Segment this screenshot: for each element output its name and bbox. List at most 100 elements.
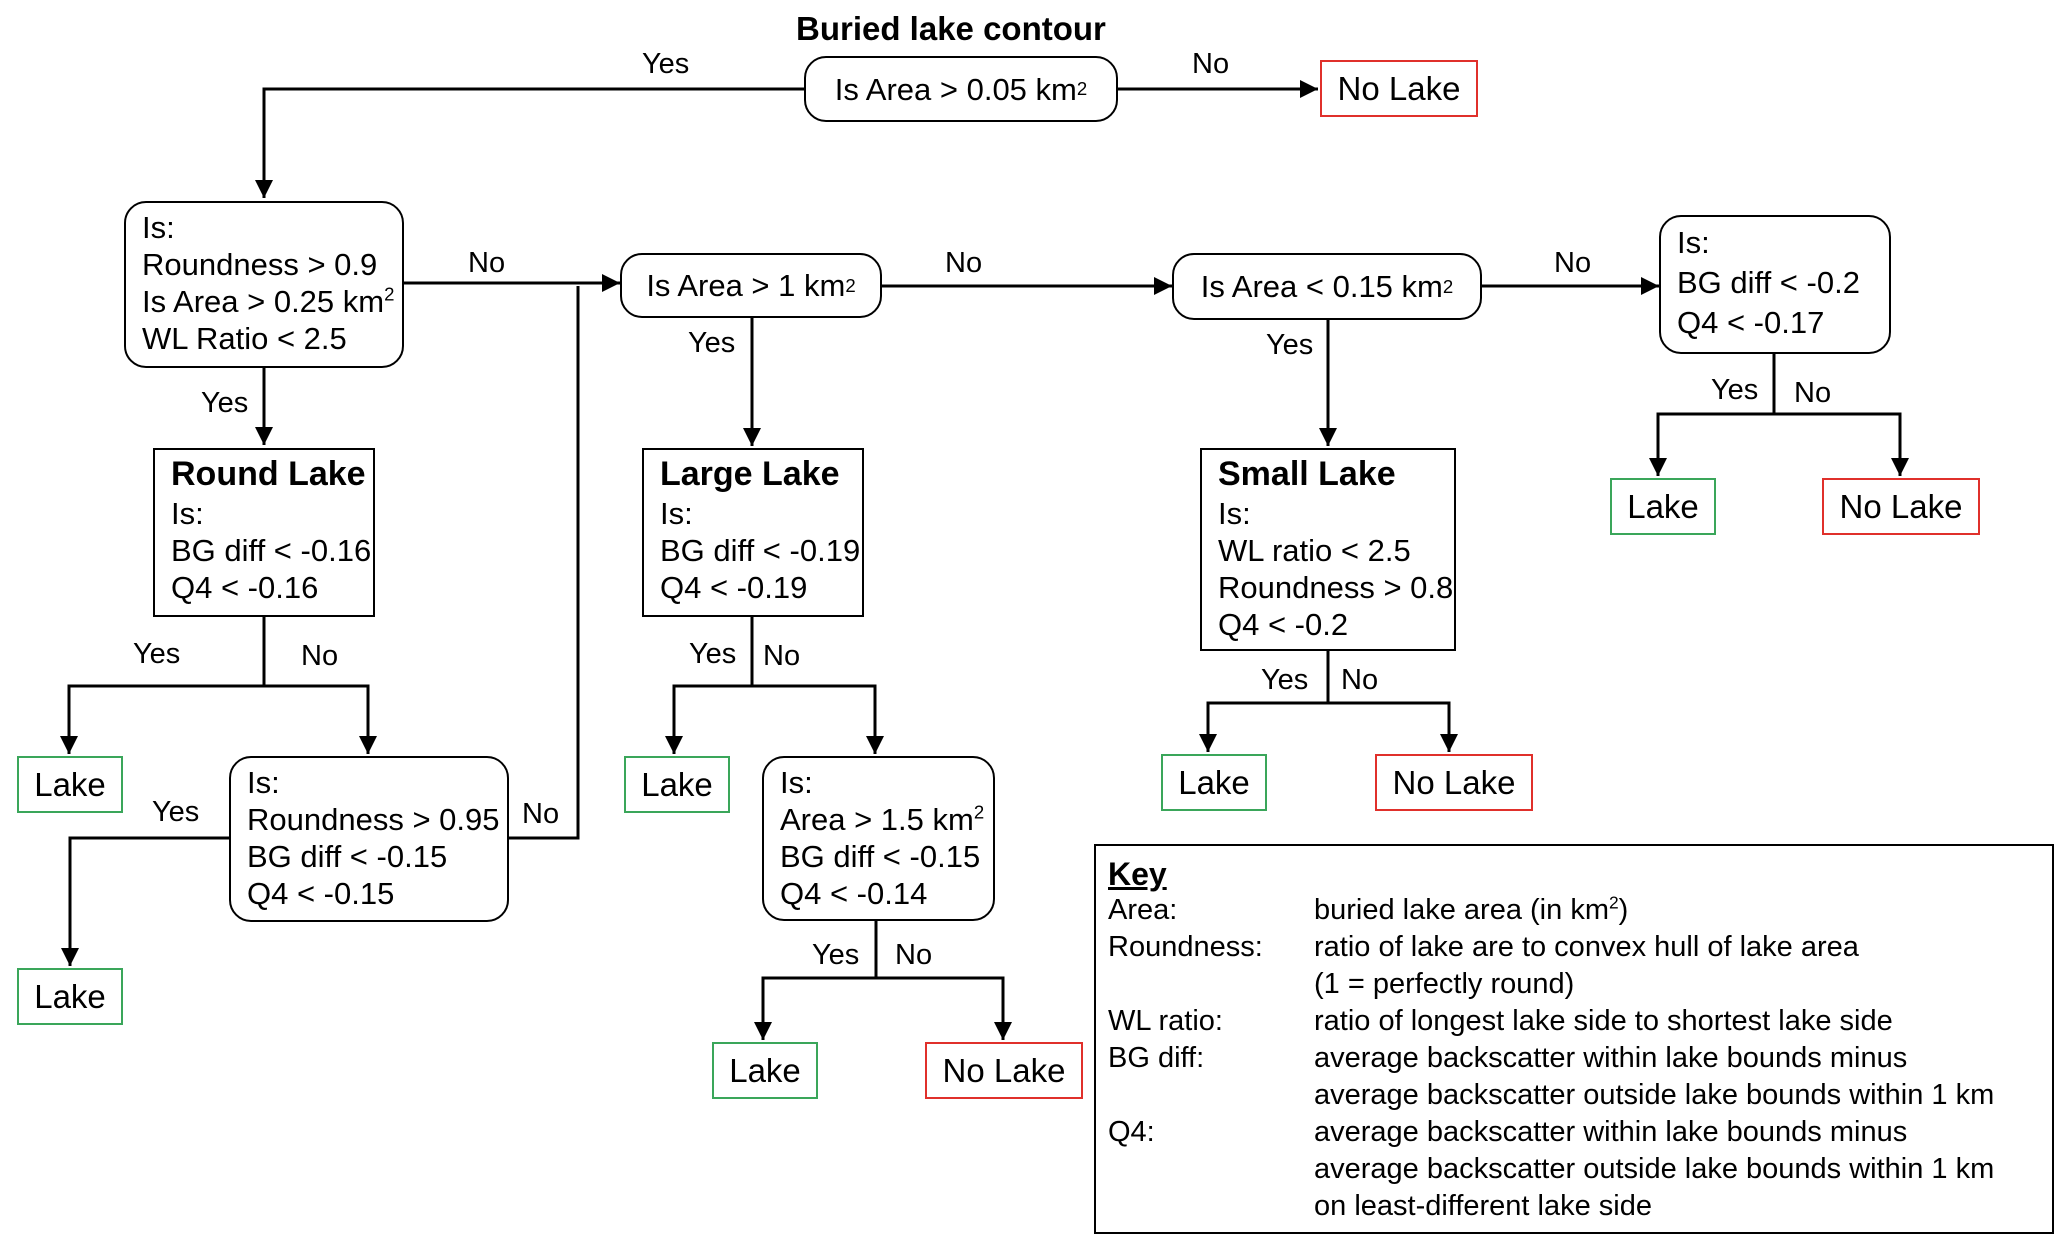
edge-label-yes: Yes bbox=[688, 327, 736, 359]
node-backscatter-criteria: Is: BG diff < -0.2 Q4 < -0.17 bbox=[1659, 215, 1891, 354]
edge-label-no: No bbox=[522, 798, 560, 830]
node-small-lake: Small Lake Is: WL ratio < 2.5 Roundness … bbox=[1200, 448, 1456, 651]
node-line: BG diff < -0.15 bbox=[247, 839, 448, 874]
key-def-text: average backscatter outside lake bounds … bbox=[1314, 1153, 1995, 1185]
edge-large-yes bbox=[665, 684, 752, 754]
node-line: Roundness > 0.8 bbox=[1218, 570, 1454, 605]
key-term: WL ratio: bbox=[1108, 1005, 1223, 1037]
diagram-title: Buried lake contour bbox=[796, 10, 1106, 47]
node-line: WL ratio < 2.5 bbox=[1218, 533, 1411, 568]
node-line: Is: bbox=[660, 496, 693, 531]
edge-label-yes: Yes bbox=[642, 48, 690, 80]
edge-round-no bbox=[264, 684, 377, 754]
node-line: Is: bbox=[1218, 496, 1251, 531]
node-line: BG diff < -0.15 bbox=[780, 839, 981, 874]
leaf-no-lake: No Lake bbox=[925, 1042, 1083, 1099]
node-line: Is: bbox=[171, 496, 204, 531]
key-def-text: on least-different lake side bbox=[1314, 1190, 1653, 1222]
edge-large2-no bbox=[876, 976, 1012, 1040]
node-line: WL Ratio < 2.5 bbox=[142, 321, 347, 356]
leaf-lake: Lake bbox=[624, 756, 730, 813]
node-round-lake-secondary: Is: Roundness > 0.95 BG diff < -0.15 Q4 … bbox=[229, 756, 509, 922]
key-row-bg-diff: BG diff: average backscatter within lake… bbox=[1108, 1040, 2040, 1114]
edge-label-yes: Yes bbox=[201, 387, 249, 419]
leaf-lake: Lake bbox=[712, 1042, 818, 1099]
node-line: Is: bbox=[1677, 225, 1710, 260]
key-def-text: buried lake area (in km bbox=[1314, 894, 1609, 926]
node-heading: Round Lake bbox=[171, 455, 366, 493]
node-line: Roundness > 0.95 bbox=[247, 802, 500, 837]
edge-label-no: No bbox=[1192, 48, 1230, 80]
key-definition: ratio of lake are to convex hull of lake… bbox=[1314, 929, 1859, 1003]
key-row-wl-ratio: WL ratio: ratio of longest lake side to … bbox=[1108, 1003, 2040, 1040]
node-line: Area > 1.5 km2 bbox=[780, 801, 984, 838]
node-line: BG diff < -0.2 bbox=[1677, 265, 1860, 300]
superscript: 2 bbox=[384, 283, 395, 305]
edge-label-no: No bbox=[1554, 247, 1592, 279]
edge-label-yes: Yes bbox=[1711, 374, 1759, 406]
node-shape-criteria: Is: Roundness > 0.9 Is Area > 0.25 km2 W… bbox=[124, 201, 404, 368]
edge-round-yes bbox=[60, 684, 264, 754]
edge-label-no: No bbox=[763, 640, 801, 672]
edge-label-no: No bbox=[945, 247, 983, 279]
leaf-lake: Lake bbox=[1161, 754, 1267, 811]
edge-label-yes: Yes bbox=[152, 796, 200, 828]
edge-n4-no bbox=[1774, 412, 1909, 476]
key-row-q4: Q4: average backscatter within lake boun… bbox=[1108, 1114, 2040, 1225]
node-line: Is Area > 0.25 km2 bbox=[142, 283, 394, 320]
key-term: BG diff: bbox=[1108, 1042, 1205, 1074]
edge-small-yes bbox=[1199, 701, 1328, 752]
key-def-text: ratio of lake are to convex hull of lake… bbox=[1314, 931, 1859, 963]
edge-label-yes: Yes bbox=[689, 638, 737, 670]
edge-label-no: No bbox=[468, 247, 506, 279]
edge-label-no: No bbox=[301, 640, 339, 672]
key-legend: Key Area: buried lake area (in km2) Roun… bbox=[1094, 844, 2054, 1234]
node-line: Is: bbox=[142, 210, 175, 245]
key-title: Key bbox=[1108, 856, 1167, 892]
edge-label-yes: Yes bbox=[1266, 329, 1314, 361]
edge-label-no: No bbox=[1794, 377, 1832, 409]
edge-label-no: No bbox=[895, 939, 933, 971]
edge-small-no bbox=[1328, 701, 1458, 752]
key-definition: average backscatter within lake bounds m… bbox=[1314, 1114, 1994, 1225]
node-line: Is: bbox=[780, 765, 813, 800]
node-heading: Small Lake bbox=[1218, 455, 1396, 493]
edge-label-yes: Yes bbox=[1261, 664, 1309, 696]
edge-round2-no bbox=[509, 286, 580, 840]
node-line: Q4 < -0.17 bbox=[1677, 305, 1825, 340]
node-text: Is Area < 0.15 km bbox=[1200, 269, 1443, 304]
node-line-text: Is Area > 0.25 km bbox=[142, 284, 385, 319]
edge-large-no bbox=[752, 684, 884, 754]
key-def-text: average backscatter outside lake bounds … bbox=[1314, 1079, 1995, 1111]
edge-round2-yes bbox=[61, 836, 229, 966]
key-definition: buried lake area (in km2) bbox=[1314, 892, 1628, 929]
leaf-lake: Lake bbox=[1610, 478, 1716, 535]
node-large-lake: Large Lake Is: BG diff < -0.19 Q4 < -0.1… bbox=[642, 448, 864, 617]
node-line: Roundness > 0.9 bbox=[142, 247, 378, 282]
edge-large2-yes bbox=[754, 976, 876, 1040]
node-line: BG diff < -0.16 bbox=[171, 533, 372, 568]
key-def-text: ) bbox=[1618, 894, 1629, 926]
node-heading: Large Lake bbox=[660, 455, 840, 493]
key-term: Roundness: bbox=[1108, 931, 1263, 963]
edge-label-no: No bbox=[1341, 664, 1379, 696]
key-def-text: average backscatter within lake bounds m… bbox=[1314, 1042, 1908, 1074]
edge-n4-yes bbox=[1649, 412, 1774, 476]
node-large-lake-secondary: Is: Area > 1.5 km2 BG diff < -0.15 Q4 < … bbox=[762, 756, 995, 921]
leaf-lake: Lake bbox=[17, 756, 123, 813]
leaf-no-lake: No Lake bbox=[1375, 754, 1533, 811]
edge-label-yes: Yes bbox=[812, 939, 860, 971]
node-line: Q4 < -0.16 bbox=[171, 570, 319, 605]
key-definition: ratio of longest lake side to shortest l… bbox=[1314, 1005, 1893, 1037]
key-definition: average backscatter within lake bounds m… bbox=[1314, 1040, 1994, 1114]
node-root-text: Is Area > 0.05 km bbox=[834, 71, 1077, 107]
key-term: Area: bbox=[1108, 894, 1178, 926]
key-def-text: (1 = perfectly round) bbox=[1314, 968, 1575, 1000]
node-line: Is: bbox=[247, 765, 280, 800]
node-line: Q4 < -0.14 bbox=[780, 876, 928, 911]
edge-root-yes bbox=[255, 87, 806, 198]
